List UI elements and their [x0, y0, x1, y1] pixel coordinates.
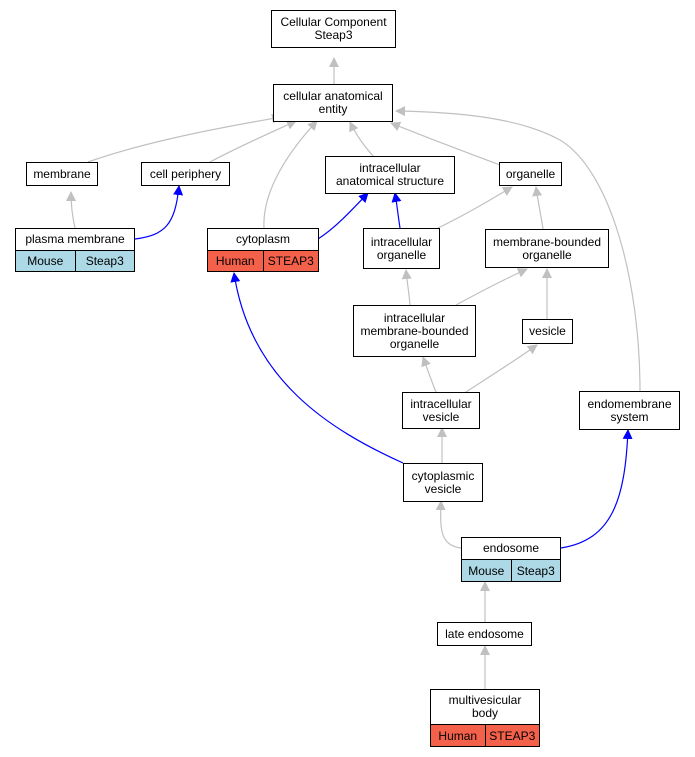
edge-intravesicle-to-vesicle — [465, 344, 538, 393]
node-intracellular-membrane-bounded-organelle[interactable]: intracellular membrane-bounded organelle — [353, 305, 476, 357]
edge-intravesicle-to-imbo — [421, 356, 437, 393]
edge-endosome-partof-endomembrane — [560, 429, 633, 549]
node-vesicle[interactable]: vesicle — [522, 319, 573, 344]
node-plasma-membrane[interactable]: plasma membrane Mouse Steap3 — [15, 228, 135, 272]
edge-endomembrane-to-cae — [395, 106, 641, 392]
node-cae-line1: cellular anatomical — [283, 89, 383, 103]
node-cytoplasmic-vesicle[interactable]: cytoplasmic vesicle — [403, 463, 483, 502]
edge-endosome-to-cytovesicle — [435, 500, 462, 549]
node-es-line2: system — [610, 409, 649, 424]
node-intracellular-vesicle[interactable]: intracellular vesicle — [402, 392, 480, 429]
node-imbo-line3: organelle — [389, 336, 440, 351]
node-mvb-line1: multivesicular — [448, 693, 522, 707]
node-cytoplasm-label: cytoplasm — [235, 232, 291, 246]
edge-cytoplasm-partof-ias — [317, 192, 369, 240]
node-cellular-component-steap3[interactable]: Cellular Component Steap3 — [271, 10, 396, 48]
edge-imbo-to-intraorganelle — [401, 269, 412, 306]
node-endomembrane-system[interactable]: endomembrane system — [579, 391, 680, 430]
node-cv-line1: cytoplasmic — [411, 468, 475, 483]
node-multivesicular-body[interactable]: multivesicular body Human STEAP3 — [430, 689, 540, 747]
node-late-endosome[interactable]: late endosome — [437, 622, 532, 646]
node-ias-line1: intracellular — [359, 161, 421, 175]
node-mbo-line2: organelle — [522, 247, 572, 262]
edge-cytoplasm-to-cae — [263, 120, 318, 229]
node-root-line2: Steap3 — [314, 28, 353, 42]
node-endosome-label: endosome — [482, 541, 540, 555]
node-membrane[interactable]: membrane — [26, 162, 98, 186]
node-es-line1: endomembrane — [587, 396, 672, 411]
node-cell-periphery-label: cell periphery — [149, 166, 222, 181]
node-mbo-line1: membrane-bounded — [492, 234, 602, 249]
edge-mbo-to-organelle — [532, 186, 544, 230]
edge-plasmamembrane-partof-cellperiphery — [134, 185, 184, 240]
edge-intraorganelle-partof-ias — [391, 192, 402, 229]
edge-imbo-to-mbo — [455, 268, 528, 306]
node-organelle-label: organelle — [505, 166, 556, 181]
node-cell-periphery[interactable]: cell periphery — [141, 162, 230, 186]
gene-tag-steap3: STEAP3 — [262, 251, 318, 271]
node-membrane-label: membrane — [33, 166, 91, 181]
node-root-line1: Cellular Component — [280, 15, 387, 29]
gene-tag-steap3: STEAP3 — [484, 725, 539, 746]
edge-intraorganelle-to-organelle — [437, 186, 513, 229]
node-imbo-line2: membrane-bounded — [360, 323, 469, 338]
node-intracellular-anatomical-structure[interactable]: intracellular anatomical structure — [325, 156, 455, 194]
node-imbo-line1: intracellular — [383, 310, 446, 325]
node-plasma-membrane-label: plasma membrane — [25, 232, 125, 246]
node-membrane-bounded-organelle[interactable]: membrane-bounded organelle — [485, 229, 609, 268]
species-tag-human: Human — [431, 725, 485, 746]
species-tag-mouse: Mouse — [462, 560, 511, 581]
node-organelle[interactable]: organelle — [499, 162, 562, 186]
node-late-endosome-label: late endosome — [445, 626, 524, 641]
node-iv-line2: vesicle — [422, 409, 460, 424]
node-ias-line2: anatomical structure — [335, 174, 445, 188]
node-cytoplasm[interactable]: cytoplasm Human STEAP3 — [207, 228, 319, 272]
edge-cytovesicle-partof-cytoplasm — [230, 272, 404, 464]
species-tag-human: Human — [208, 251, 263, 271]
node-intracellular-organelle[interactable]: intracellular organelle — [363, 228, 440, 269]
node-io-line2: organelle — [376, 247, 427, 262]
node-vesicle-label: vesicle — [529, 324, 566, 338]
node-iv-line1: intracellular — [410, 396, 472, 411]
gene-tag-steap3: Steap3 — [510, 560, 560, 581]
node-cv-line2: vesicle — [424, 481, 462, 496]
node-io-line1: intracellular — [370, 234, 433, 249]
node-endosome[interactable]: endosome Mouse Steap3 — [461, 537, 561, 582]
edge-cellperiphery-to-cae — [209, 120, 297, 163]
node-mvb-line2: body — [471, 706, 499, 720]
species-tag-mouse: Mouse — [16, 251, 75, 271]
node-cae-line2: entity — [318, 102, 348, 116]
node-cellular-anatomical-entity[interactable]: cellular anatomical entity — [273, 84, 393, 122]
edge-membrane-to-cae — [87, 113, 282, 163]
edge-organelle-to-cae — [390, 121, 501, 166]
edge-ias-to-cae — [349, 121, 375, 158]
gene-tag-steap3: Steap3 — [74, 251, 134, 271]
edge-plasmamembrane-to-membrane — [66, 191, 77, 229]
